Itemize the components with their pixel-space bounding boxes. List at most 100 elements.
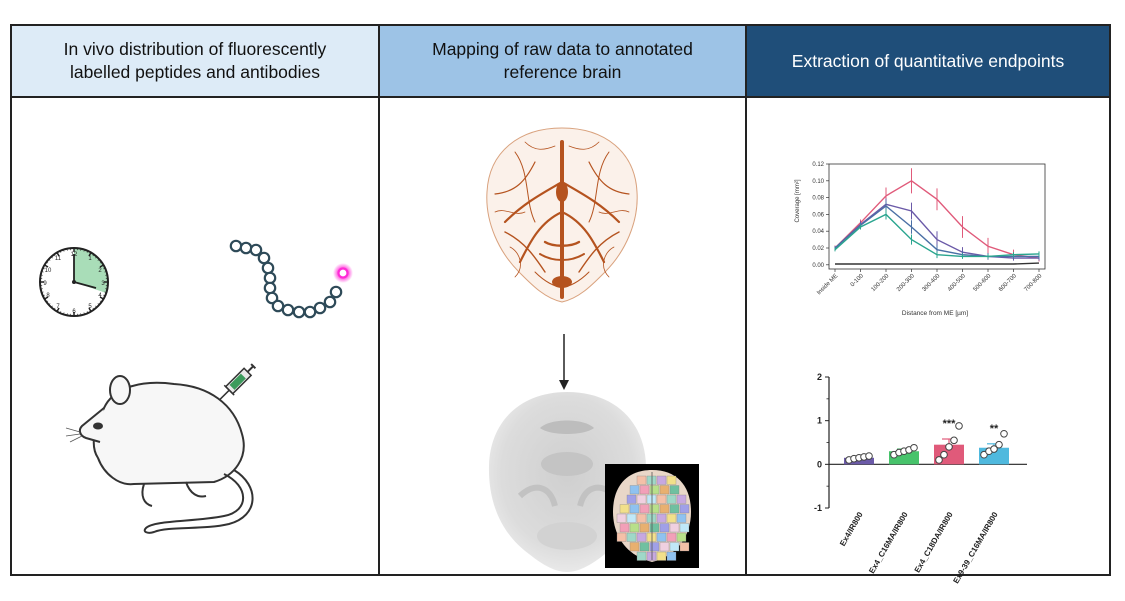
atlas-region (649, 485, 660, 495)
atlas-region (659, 542, 670, 552)
atlas-region (666, 532, 677, 542)
svg-text:7: 7 (56, 304, 60, 310)
atlas-region (656, 513, 667, 523)
atlas-region (626, 513, 637, 523)
atlas-region (649, 523, 660, 533)
atlas-region (629, 542, 640, 552)
y-tick-label: 0.12 (812, 162, 824, 168)
peptide-bead (263, 271, 277, 285)
bar-y-tick-label: -1 (814, 503, 822, 513)
atlas-region (669, 542, 680, 552)
atlas-region (669, 485, 680, 495)
atlas-region (659, 485, 670, 495)
atlas-region (619, 523, 630, 533)
atlas-region (629, 485, 640, 495)
atlas-region (646, 494, 657, 504)
atlas-region (636, 513, 647, 523)
atlas-region (666, 494, 677, 504)
atlas-region (656, 532, 667, 542)
svg-text:5: 5 (88, 304, 92, 310)
atlas-region (639, 523, 650, 533)
panel-title-extraction: Extraction of quantitative endpoints (791, 50, 1065, 71)
significance-label: *** (943, 418, 957, 430)
peptide-bead (271, 299, 285, 313)
peptide-bead (229, 239, 243, 253)
vessel (588, 151, 610, 223)
bar-y-tick-label: 1 (817, 416, 822, 426)
atlas-region (629, 523, 640, 533)
bar-point (980, 450, 988, 459)
atlas-region (656, 551, 667, 561)
vessel (568, 141, 600, 150)
vessel (509, 246, 521, 278)
bar-point (865, 452, 873, 460)
raw-data-brain-image (486, 127, 638, 303)
panel-distribution: In vivo distribution of fluorescently la… (10, 24, 380, 576)
vessel (588, 161, 630, 195)
svg-text:3: 3 (101, 281, 105, 287)
y-tick-label: 0.00 (812, 263, 824, 269)
atlas-region (626, 532, 637, 542)
annotated-atlas-image (605, 464, 699, 568)
x-tick-label: 0-100 (850, 273, 866, 289)
peptide-bead (265, 291, 279, 305)
svg-text:11: 11 (55, 256, 62, 262)
atlas-region (646, 475, 657, 485)
vessel (494, 161, 536, 195)
svg-text:1: 1 (88, 256, 92, 262)
peptide-bead (303, 305, 317, 319)
bar-category-label: Ex4_C18DA/IR800 (913, 510, 955, 574)
bar-point (940, 450, 948, 459)
panel-mapping: Mapping of raw data to annotated referen… (378, 24, 747, 576)
panel-header-extraction: Extraction of quantitative endpoints (747, 26, 1109, 98)
atlas-region (646, 532, 657, 542)
y-tick-label: 0.06 (812, 212, 824, 218)
significance-label: ** (990, 423, 999, 435)
line-series-4 (835, 262, 1040, 265)
y-tick-label: 0.04 (812, 229, 824, 235)
atlas-region (679, 523, 690, 533)
x-tick-label: 300-400 (922, 273, 942, 293)
vessel (518, 210, 564, 264)
svg-text:8: 8 (46, 293, 50, 299)
peptide-bead (292, 305, 306, 319)
atlas-region (639, 485, 650, 495)
bar-point (995, 440, 1003, 449)
x-tick-label: 600-700 (998, 273, 1018, 293)
panel-header-distribution: In vivo distribution of fluorescently la… (12, 26, 378, 98)
atlas-region (656, 494, 667, 504)
vessel (560, 210, 606, 264)
atlas-region (616, 532, 627, 542)
atlas-region (679, 542, 690, 552)
atlas-region (646, 513, 657, 523)
bar-category-label: Ex9-39_C16MA/IR800 (951, 510, 1000, 585)
atlas-region (616, 513, 627, 523)
panel-title-mapping: Mapping of raw data to annotated referen… (432, 39, 693, 82)
peptide-bead (239, 241, 253, 255)
y-tick-label: 0.10 (812, 179, 824, 185)
panel-header-mapping: Mapping of raw data to annotated referen… (380, 26, 745, 98)
peptide-bead (261, 261, 275, 275)
bar-y-tick-label: 0 (817, 459, 822, 469)
arrow-down-icon (559, 334, 569, 390)
atlas-region (626, 494, 637, 504)
atlas-region (636, 551, 647, 561)
y-tick-label: 0.08 (812, 196, 824, 202)
svg-text:4: 4 (98, 293, 102, 299)
vessel (598, 210, 630, 214)
peptide-bead (249, 243, 263, 257)
vessel (494, 210, 526, 214)
vessel (603, 246, 615, 278)
x-tick-label: 100-200 (871, 273, 891, 293)
atlas-region (646, 551, 657, 561)
atlas-region (649, 542, 660, 552)
atlas-region (656, 475, 667, 485)
bar-category-label: Ex4/IR800 (838, 510, 865, 548)
atlas-region (669, 523, 680, 533)
x-tick-label: 400-500 (947, 273, 967, 293)
atlas-region (629, 504, 640, 514)
vessel (543, 240, 581, 247)
vessel (539, 253, 585, 261)
